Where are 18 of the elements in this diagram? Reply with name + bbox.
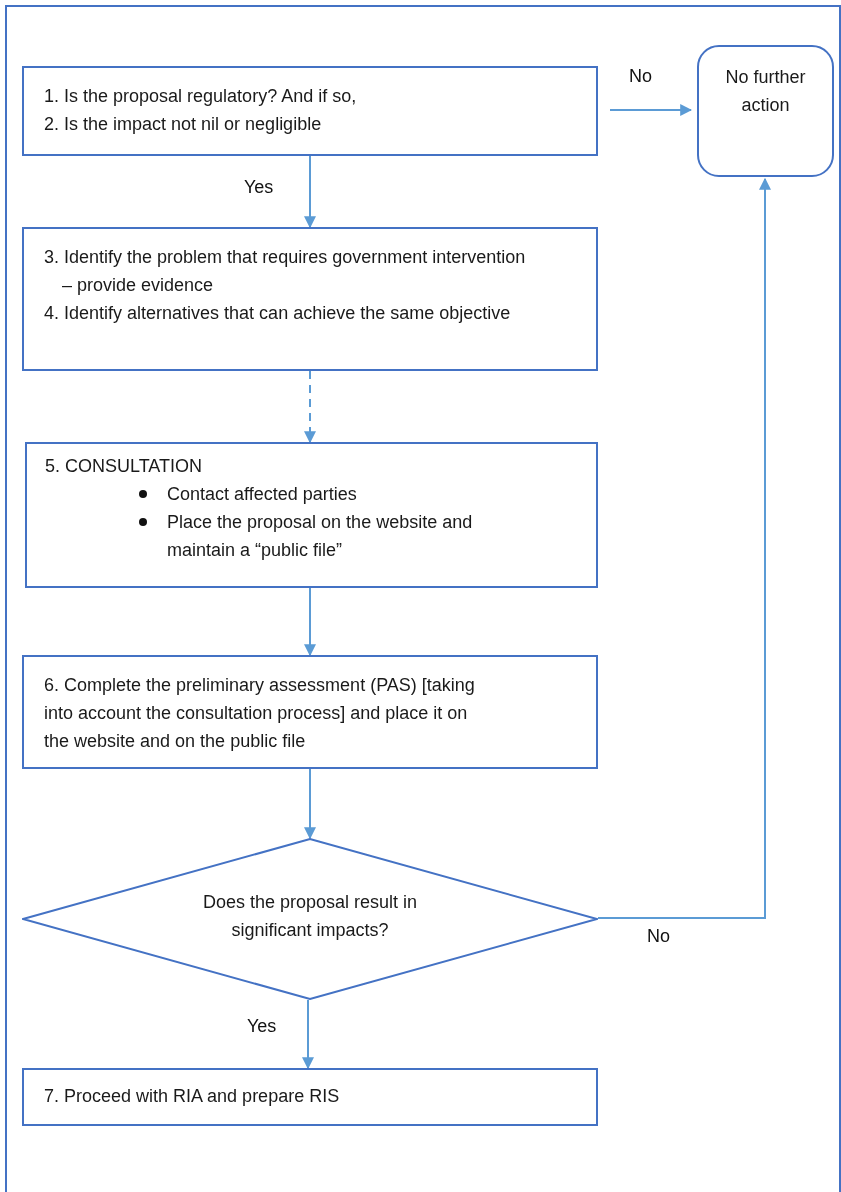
process-box [25, 442, 598, 588]
box-text: 2. Is the impact not nil or negligible [44, 113, 323, 136]
box-text: 6. Complete the preliminary assessment (PAS) [taking into account the consultation process] and place it on the website and on the public file [44, 674, 476, 753]
box-text: No further action [724, 66, 807, 117]
box-text: 1. Is the proposal regulatory? And if so, [44, 85, 358, 108]
box-heading: 5. CONSULTATION [45, 455, 204, 478]
process-box [22, 227, 598, 371]
box-text: 4. Identify alternatives that can achieve the same objective [44, 302, 512, 325]
terminal-box [697, 45, 834, 177]
box-text: Does the proposal result in significant impacts? [201, 891, 419, 942]
decision-diamond [22, 838, 598, 1000]
box-text: 7. Proceed with RIA and prepare RIS [44, 1085, 341, 1108]
process-box [22, 655, 598, 769]
process-box [22, 1068, 598, 1126]
process-box [22, 66, 598, 156]
bullet-item: Place the proposal on the website and maintain a “public file” [45, 508, 526, 564]
bullet-item: Contact affected parties [45, 480, 526, 508]
box-text: 3. Identify the problem that requires government intervention – provide evidence [44, 246, 526, 297]
